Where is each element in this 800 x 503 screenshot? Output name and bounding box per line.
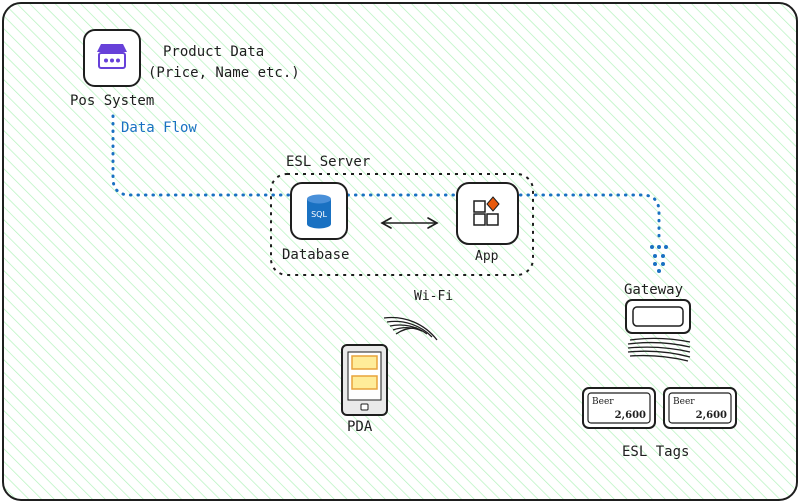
pos-system-label: Pos System	[70, 93, 155, 109]
gateway-signal-dots	[650, 245, 668, 273]
pda-device	[341, 344, 388, 416]
app-icon	[456, 182, 519, 245]
app-label: App	[475, 249, 499, 264]
database-label: Database	[282, 247, 350, 263]
esl-server-label: ESL Server	[286, 154, 371, 170]
esl-tag-name: Beer	[592, 397, 614, 407]
pos-system-icon	[83, 29, 141, 87]
wifi-icon	[383, 316, 438, 341]
data-flow-label: Data Flow	[121, 120, 197, 136]
database-icon: SQL	[290, 182, 348, 240]
gateway-label: Gateway	[624, 282, 684, 298]
esl-tag: Beer 2,600	[582, 387, 656, 429]
esl-tag-price: 2,600	[696, 410, 727, 421]
wifi-label: Wi-Fi	[414, 289, 454, 304]
gateway-signal-arcs	[627, 337, 691, 362]
esl-tag-name: Beer	[673, 397, 695, 407]
esl-tag-price: 2,600	[615, 410, 646, 421]
esl-server-boundary	[270, 173, 534, 276]
gateway-device	[625, 299, 691, 334]
product-data-title: Product Data	[163, 44, 265, 60]
bidirectional-arrow	[380, 217, 439, 229]
esl-tag: Beer 2,600	[663, 387, 737, 429]
product-data-subtitle: (Price, Name etc.)	[148, 65, 300, 81]
data-flow-line	[111, 114, 661, 240]
esl-tags-label: ESL Tags	[622, 444, 690, 460]
pda-label: PDA	[347, 419, 373, 435]
database-sql-text: SQL	[311, 210, 327, 219]
